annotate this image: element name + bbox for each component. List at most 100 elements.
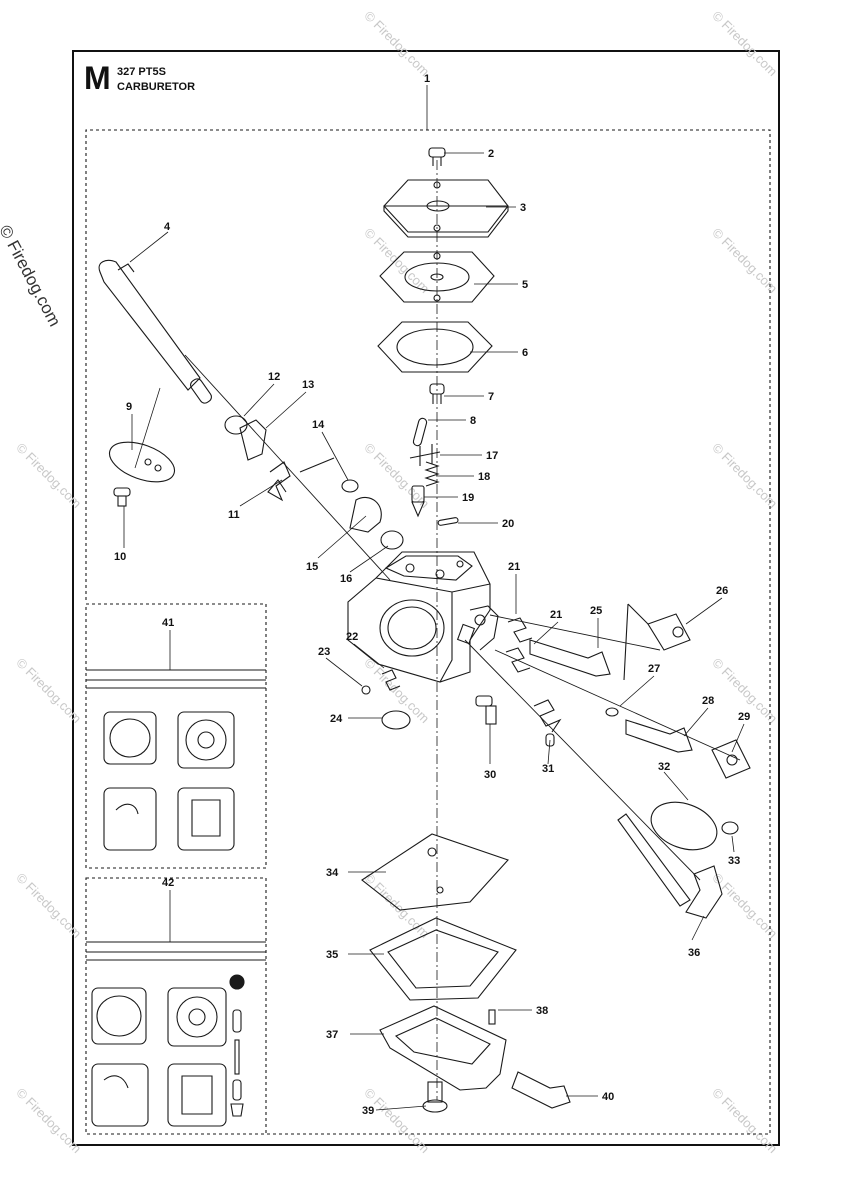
model-name: 327 PT5S (117, 66, 166, 78)
bushing-part-16 (380, 530, 404, 550)
callout-label: 32 (658, 761, 670, 773)
callout-label: 38 (536, 1005, 548, 1017)
callout-label: 13 (302, 379, 314, 391)
ball-part-23 (361, 685, 371, 695)
callout-label: 37 (326, 1029, 338, 1041)
diaphragm-part-35 (369, 917, 517, 1001)
lever-axis (464, 639, 701, 881)
callout-label: 6 (522, 347, 528, 359)
screw-part-33 (721, 821, 739, 835)
callout-label: 23 (318, 646, 330, 658)
callout-label: 24 (330, 713, 343, 725)
filter-part-24 (381, 710, 411, 730)
callout-label: 25 (590, 605, 602, 617)
callout-label: 17 (486, 450, 498, 462)
diaphragm-part-5 (379, 251, 495, 303)
screw-part-30 (475, 695, 497, 725)
spring-part-18 (424, 461, 440, 487)
callout-label: 14 (312, 419, 325, 431)
leader-lines (123, 85, 745, 1111)
callout-label: 3 (520, 202, 526, 214)
lever-part-13 (239, 419, 267, 461)
diagram-parts (85, 85, 771, 1135)
bushing-part-12 (224, 415, 248, 435)
callout-label: 22 (346, 631, 358, 643)
washer-part-14 (341, 479, 359, 493)
callout-label: 42 (162, 877, 174, 889)
o-ring-part-27 (605, 707, 619, 717)
needle-part-19 (411, 485, 425, 518)
bracket-part-15 (349, 496, 382, 533)
callout-label: 16 (340, 573, 352, 585)
kit-42-box (85, 877, 267, 1135)
carburetor-body (347, 551, 499, 683)
callout-label: 4 (164, 221, 171, 233)
kit-41-contents (86, 669, 266, 851)
callout-label: 29 (738, 711, 750, 723)
callout-label: 36 (688, 947, 700, 959)
callout-label: 35 (326, 949, 338, 961)
pin-part-20 (437, 517, 459, 526)
kit-42-contents (86, 941, 266, 1127)
choke-plate-part-32 (650, 801, 718, 851)
spring-part-21a (507, 617, 533, 643)
screw-part-40 (511, 1071, 571, 1109)
choke-lever-part-36 (685, 865, 723, 919)
screw-part-10 (113, 487, 131, 507)
gasket-part-34 (361, 833, 509, 911)
needle-axis-2 (494, 649, 741, 761)
callout-label: 33 (728, 855, 740, 867)
needle-part-25 (529, 639, 611, 677)
callout-label: 26 (716, 585, 728, 597)
callout-label: 40 (602, 1091, 614, 1103)
screw-part-2 (428, 147, 446, 166)
pin-part-38 (488, 1009, 496, 1025)
callout-label: 1 (424, 73, 430, 85)
callout-label: 8 (470, 415, 476, 427)
spring-part-31 (533, 699, 562, 733)
spring-part-11 (267, 461, 291, 502)
callout-label: 21 (508, 561, 520, 573)
callout-label: 39 (362, 1105, 374, 1117)
callout-label: 15 (306, 561, 318, 573)
cap-part-26 (647, 613, 691, 651)
pin-part-8 (412, 417, 428, 447)
cap-part-29 (711, 739, 751, 779)
callout-label: 19 (462, 492, 474, 504)
assembly-outline (85, 129, 771, 1135)
callout-label: 31 (542, 763, 554, 775)
callout-labels: 1 2 3 4 5 6 7 8 9 10 11 12 13 14 15 16 1… (114, 73, 750, 1117)
callout-label: 11 (228, 509, 240, 521)
gasket-part-6 (377, 321, 493, 373)
page-frame (72, 50, 780, 1146)
throttle-plate-part-9 (108, 441, 176, 483)
pump-cover-part-37 (379, 1005, 507, 1091)
callout-label: 18 (478, 471, 490, 483)
callout-label: 7 (488, 391, 494, 403)
callout-label: 34 (326, 867, 339, 879)
spring-part-21b (505, 647, 531, 673)
callout-label: 2 (488, 148, 494, 160)
callout-label: 30 (484, 769, 496, 781)
callout-label: 5 (522, 279, 528, 291)
callout-label: 10 (114, 551, 126, 563)
callout-label: 27 (648, 663, 660, 675)
spring-part-22 (381, 669, 401, 691)
section-letter: M (84, 60, 111, 96)
callout-label: 9 (126, 401, 132, 413)
choke-shaft (617, 813, 691, 907)
callout-label: 41 (162, 617, 174, 629)
callout-label: 28 (702, 695, 714, 707)
section-title: CARBURETOR (117, 81, 196, 93)
callout-label: 20 (502, 518, 514, 530)
needle-axis-1 (489, 614, 661, 651)
callout-label: 21 (550, 609, 562, 621)
shaft-axis (184, 354, 391, 581)
screw-part-7 (429, 383, 445, 404)
callout-label: 12 (268, 371, 280, 383)
screw-part-39 (422, 1081, 448, 1113)
throttle-shaft-part-4 (98, 259, 212, 404)
needle-part-28 (625, 719, 693, 753)
pump-cover-part-3 (383, 179, 509, 238)
